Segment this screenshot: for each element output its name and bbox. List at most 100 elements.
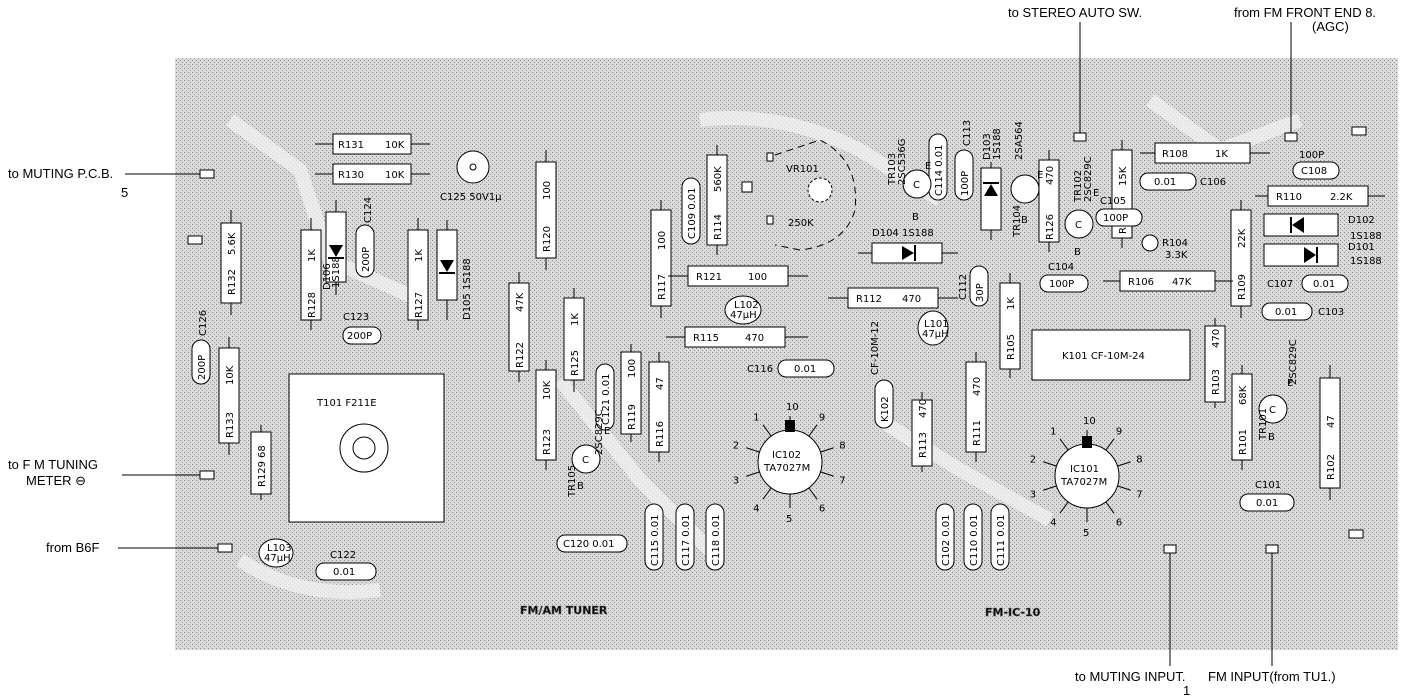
svg-text:R105: R105 [1006,334,1017,360]
svg-text:2.2K: 2.2K [1330,192,1353,203]
svg-text:TA7027M: TA7027M [1060,477,1107,488]
ic-pin-lead [820,447,834,453]
svg-text:R129: R129 [257,461,268,487]
svg-text:C: C [582,455,589,466]
ic-pin-number: 4 [1050,517,1056,528]
svg-text:R113: R113 [918,432,929,458]
svg-text:C115 0.01: C115 0.01 [650,514,661,566]
svg-text:R120: R120 [542,226,553,252]
svg-text:1S188: 1S188 [331,256,342,288]
svg-text:C107: C107 [1267,279,1293,290]
svg-text:R125: R125 [570,350,581,376]
svg-text:10K: 10K [542,380,553,400]
svg-text:TR103: TR103 [887,153,898,186]
svg-text:10K: 10K [385,140,405,151]
svg-text:TA7027M: TA7027M [763,463,810,474]
svg-text:R108: R108 [1162,149,1188,160]
svg-text:R131: R131 [338,140,364,151]
capacitor-c109: C109 0.01 [681,177,701,245]
ic-pin-lead [1059,501,1069,514]
capacitor-c115: C115 0.01 [644,503,664,571]
svg-text:IC101: IC101 [1070,464,1099,475]
ic-pin-number: 9 [1116,427,1122,438]
ic-pin-number: 10 [1083,416,1096,427]
svg-text:100P: 100P [1103,213,1128,224]
svg-text:K101 CF-10M-24: K101 CF-10M-24 [1062,351,1145,362]
svg-text:47K: 47K [1172,277,1192,288]
svg-text:B: B [1021,215,1028,226]
svg-text:15K: 15K [1118,166,1129,186]
pad-left [187,235,203,245]
svg-text:3.3K: 3.3K [1165,250,1188,261]
svg-text:22K: 22K [1237,228,1248,248]
svg-text:R119: R119 [627,404,638,430]
capacitor-c120: C120 0.01 [556,534,628,553]
ic-pin-lead [820,471,834,477]
svg-text:R110: R110 [1276,192,1302,203]
board-silk-text: FM/AM TUNER [520,604,608,617]
svg-text:100: 100 [748,272,767,283]
svg-text:CF-10M-12: CF-10M-12 [870,321,881,375]
resistor-r111: R111 470 [965,352,987,462]
svg-text:C102 0.01: C102 0.01 [941,514,952,566]
svg-text:100: 100 [542,181,553,200]
svg-text:R123: R123 [542,429,553,455]
svg-text:470: 470 [1211,329,1222,348]
filter-k102: K102 CF-10M-12 [870,321,894,429]
ic-pin-number: 10 [786,402,799,413]
pad-muting-input [1163,544,1177,554]
svg-text:C117 0.01: C117 0.01 [681,514,692,566]
svg-text:C120 0.01: C120 0.01 [563,539,615,550]
svg-text:R112: R112 [856,294,882,305]
resistor-r123: R123 10K [535,360,557,470]
svg-text:470: 470 [972,377,983,396]
capacitor-c111: C111 0.01 [990,503,1010,571]
capacitor-c118: C118 0.01 [705,503,725,571]
label-to-stereo-auto: to STEREO AUTO SW. [1008,5,1142,20]
inductor-l101: L101 47μH [917,310,949,346]
svg-text:0.01: 0.01 [1313,279,1335,290]
svg-text:10K: 10K [225,365,236,385]
svg-text:C103: C103 [1318,307,1344,318]
svg-text:TR101: TR101 [1258,408,1269,441]
svg-text:5.6K: 5.6K [227,232,238,255]
svg-text:R130: R130 [338,170,364,181]
ic-pin-number: 9 [819,413,825,424]
label-agc: (AGC) [1312,19,1349,34]
ic-pin-number: 2 [733,441,739,452]
svg-text:R133: R133 [225,412,236,438]
ic-pin-lead [1043,461,1057,467]
ic-pin-number: 1 [1050,427,1056,438]
svg-text:R111: R111 [972,420,983,446]
svg-text:47: 47 [655,377,666,390]
svg-text:47μH: 47μH [730,310,757,321]
svg-text:R115: R115 [693,333,719,344]
ic-pin-lead [808,424,818,437]
ic-pin-number: 6 [819,503,825,514]
svg-text:TR102: TR102 [1073,170,1084,203]
ic-pin-lead [746,471,760,477]
resistor-r107: R10715K [1111,140,1133,248]
inductor-l103: L103 47μH [258,538,294,568]
filter-k101: K101 CF-10M-24 [1031,329,1191,381]
